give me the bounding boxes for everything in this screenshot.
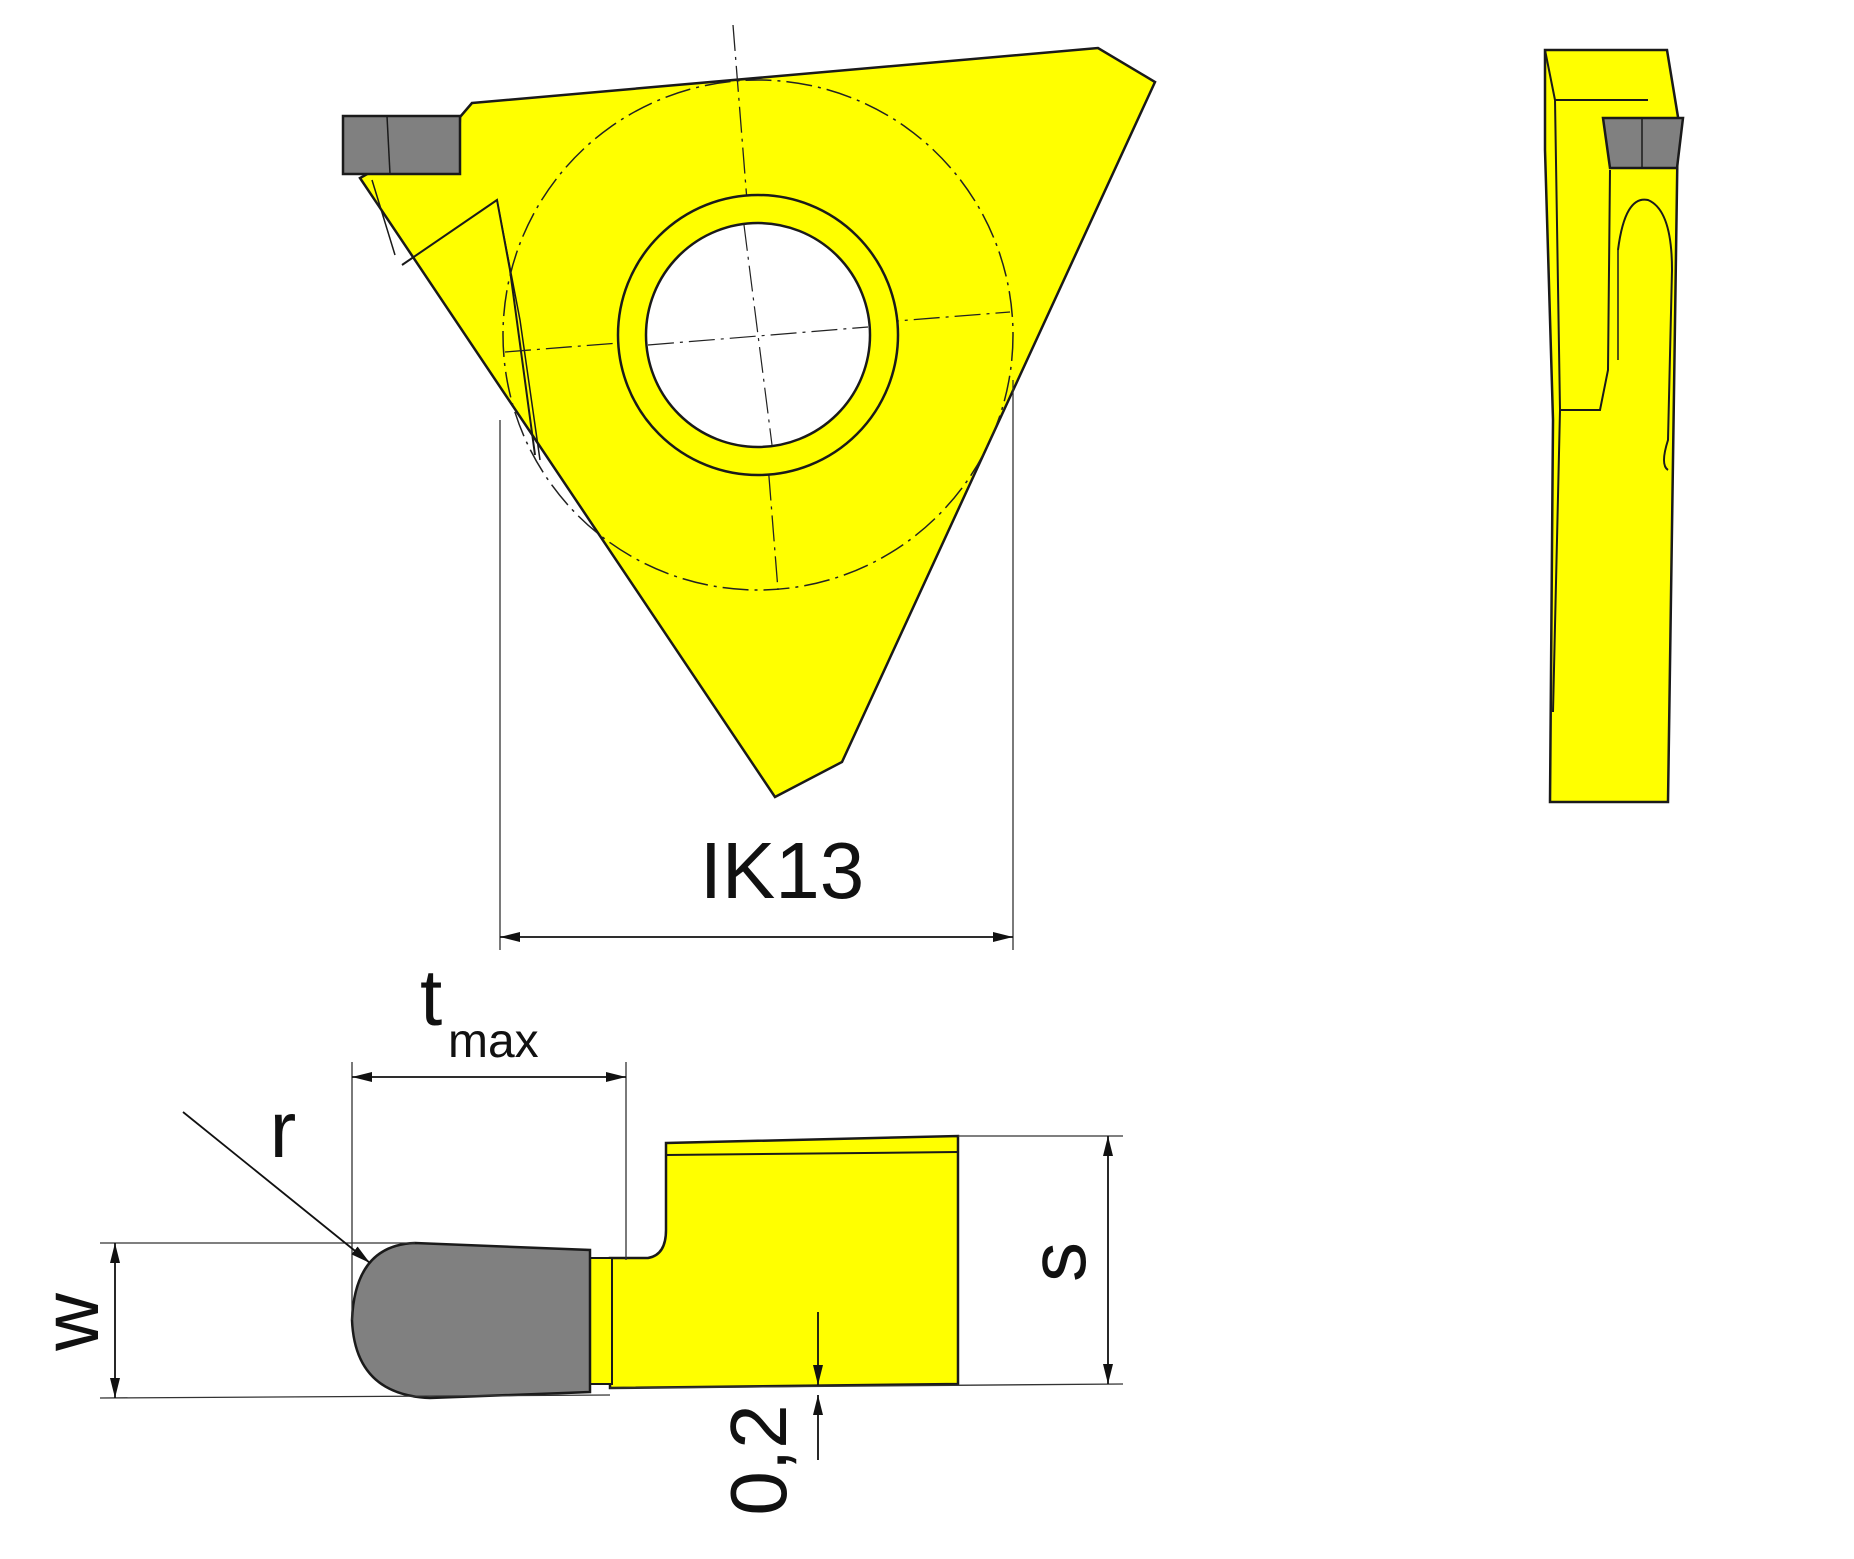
- chip-breaker-facet-3: [371, 179, 396, 256]
- s-extension-bottom: [609, 1383, 1124, 1389]
- t-label: t: [420, 953, 442, 1042]
- chip-breaker-facet-2: [496, 199, 541, 461]
- carbide-tip-detail: [350, 1241, 592, 1400]
- side-step: [1555, 99, 1648, 411]
- braze-joint: [589, 1257, 613, 1385]
- detail-view: w t max r s 0,2: [26, 953, 1124, 1516]
- w-label: w: [26, 1293, 115, 1352]
- r-leader: [182, 1111, 371, 1264]
- t-main: t: [420, 953, 442, 1042]
- center-line-vertical: [732, 24, 779, 591]
- body-top-edge: [665, 1151, 959, 1156]
- r-label: r: [270, 1085, 297, 1174]
- side-face-inner: [1544, 49, 1562, 713]
- center-line-vertical-in-hole: [743, 224, 773, 446]
- tip-divider: [386, 115, 391, 175]
- offset-label: 0,2: [714, 1404, 803, 1515]
- t-subscript: max: [448, 1015, 539, 1068]
- carbide-tip-side: [1601, 116, 1685, 170]
- top-view: IK13: [341, 24, 1157, 950]
- center-line-horizontal-in-hole: [647, 326, 869, 346]
- insert-body-side: [1543, 48, 1680, 804]
- w-extension-bottom: [99, 1394, 611, 1399]
- insert-body-detail: [608, 1134, 960, 1390]
- s-label: s: [1013, 1242, 1102, 1282]
- side-view: [1543, 48, 1685, 804]
- carbide-tip-top: [341, 114, 462, 176]
- ik-label: IK13: [700, 826, 865, 915]
- mounting-hole: [644, 221, 872, 449]
- side-groove: [1617, 198, 1674, 471]
- inscribed-circle: [502, 79, 1014, 591]
